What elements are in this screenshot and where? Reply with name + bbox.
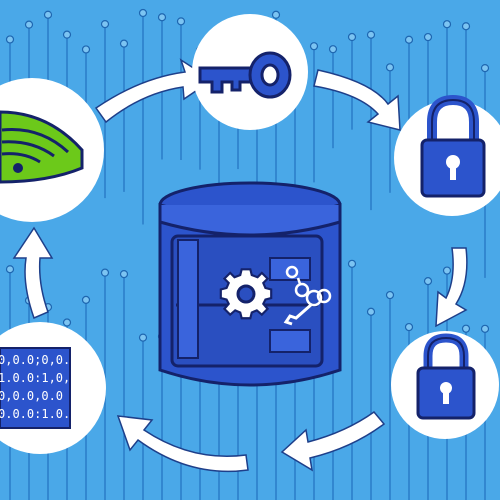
chain-key-icon (283, 265, 332, 326)
arrow-bottom-to-binary (116, 415, 249, 473)
latch-bottom (269, 329, 311, 353)
circuit-node (347, 259, 357, 268)
circuit-node (366, 30, 376, 39)
circuit-node (62, 30, 72, 39)
circuit-node (461, 22, 471, 31)
circuit-node (119, 269, 129, 279)
arrow-key-to-lock (313, 69, 401, 131)
wifi-node (0, 78, 104, 222)
database-server-icon (158, 181, 342, 387)
circuit-node (404, 322, 414, 332)
circuit-node (328, 45, 338, 54)
arrow-lock-to-bottom (280, 410, 386, 472)
circuit-node (366, 307, 376, 316)
lock-icon (416, 333, 476, 420)
lock-node-bottom (391, 331, 499, 439)
circuit-node (157, 13, 167, 22)
circuit-node (176, 17, 186, 26)
circuit-node (100, 268, 110, 277)
circuit-node (271, 10, 281, 19)
circuit-node (119, 39, 129, 48)
flow-arrows (12, 58, 468, 473)
lock-node-top (394, 94, 500, 216)
circuit-node (43, 10, 53, 19)
gear-icon (219, 268, 273, 320)
circuit-node (5, 35, 15, 44)
binary-line-3: 0,0.0,0.0 (0, 389, 63, 403)
latch-top (269, 257, 311, 281)
circuit-node (385, 290, 395, 300)
lock-icon (420, 94, 486, 198)
circuit-node (347, 32, 357, 42)
circuit-node (138, 8, 148, 18)
circuit-node (100, 20, 110, 29)
circuit-node (81, 295, 91, 304)
circuit-node (423, 277, 433, 286)
binary-line-2: 1.0.0:1,0, (0, 371, 70, 385)
arrow-lock-to-lock (435, 247, 468, 328)
circuit-node (24, 20, 34, 29)
circuit-node (480, 324, 490, 333)
circuit-node (5, 265, 15, 274)
circuit-node (62, 318, 72, 327)
circuit-node (138, 333, 148, 342)
circuit-node (404, 35, 414, 44)
wifi-icon (0, 110, 84, 184)
circuit-node (442, 20, 452, 29)
circuit-node (423, 32, 433, 42)
circuit-node (461, 324, 471, 333)
door-hinge-panel (177, 239, 199, 359)
arrow-binary-to-wifi (12, 226, 54, 320)
binary-line-1: 0,0.0;0,0. (0, 353, 70, 367)
key-icon (198, 51, 292, 99)
circuit-node (309, 42, 319, 51)
circuit-node (385, 63, 395, 72)
circuit-node (480, 64, 490, 73)
binary-line-4: 0.0.0:1.0. (0, 407, 70, 421)
circuit-node (81, 45, 91, 54)
key-node (192, 14, 308, 130)
binary-data-icon: 0,0.0;0,0. 1.0.0:1,0, 0,0.0,0.0 0.0.0:1.… (0, 347, 71, 429)
circuit-node (442, 266, 452, 275)
binary-node: 0,0.0;0,0. 1.0.0:1,0, 0,0.0,0.0 0.0.0:1.… (0, 322, 106, 454)
